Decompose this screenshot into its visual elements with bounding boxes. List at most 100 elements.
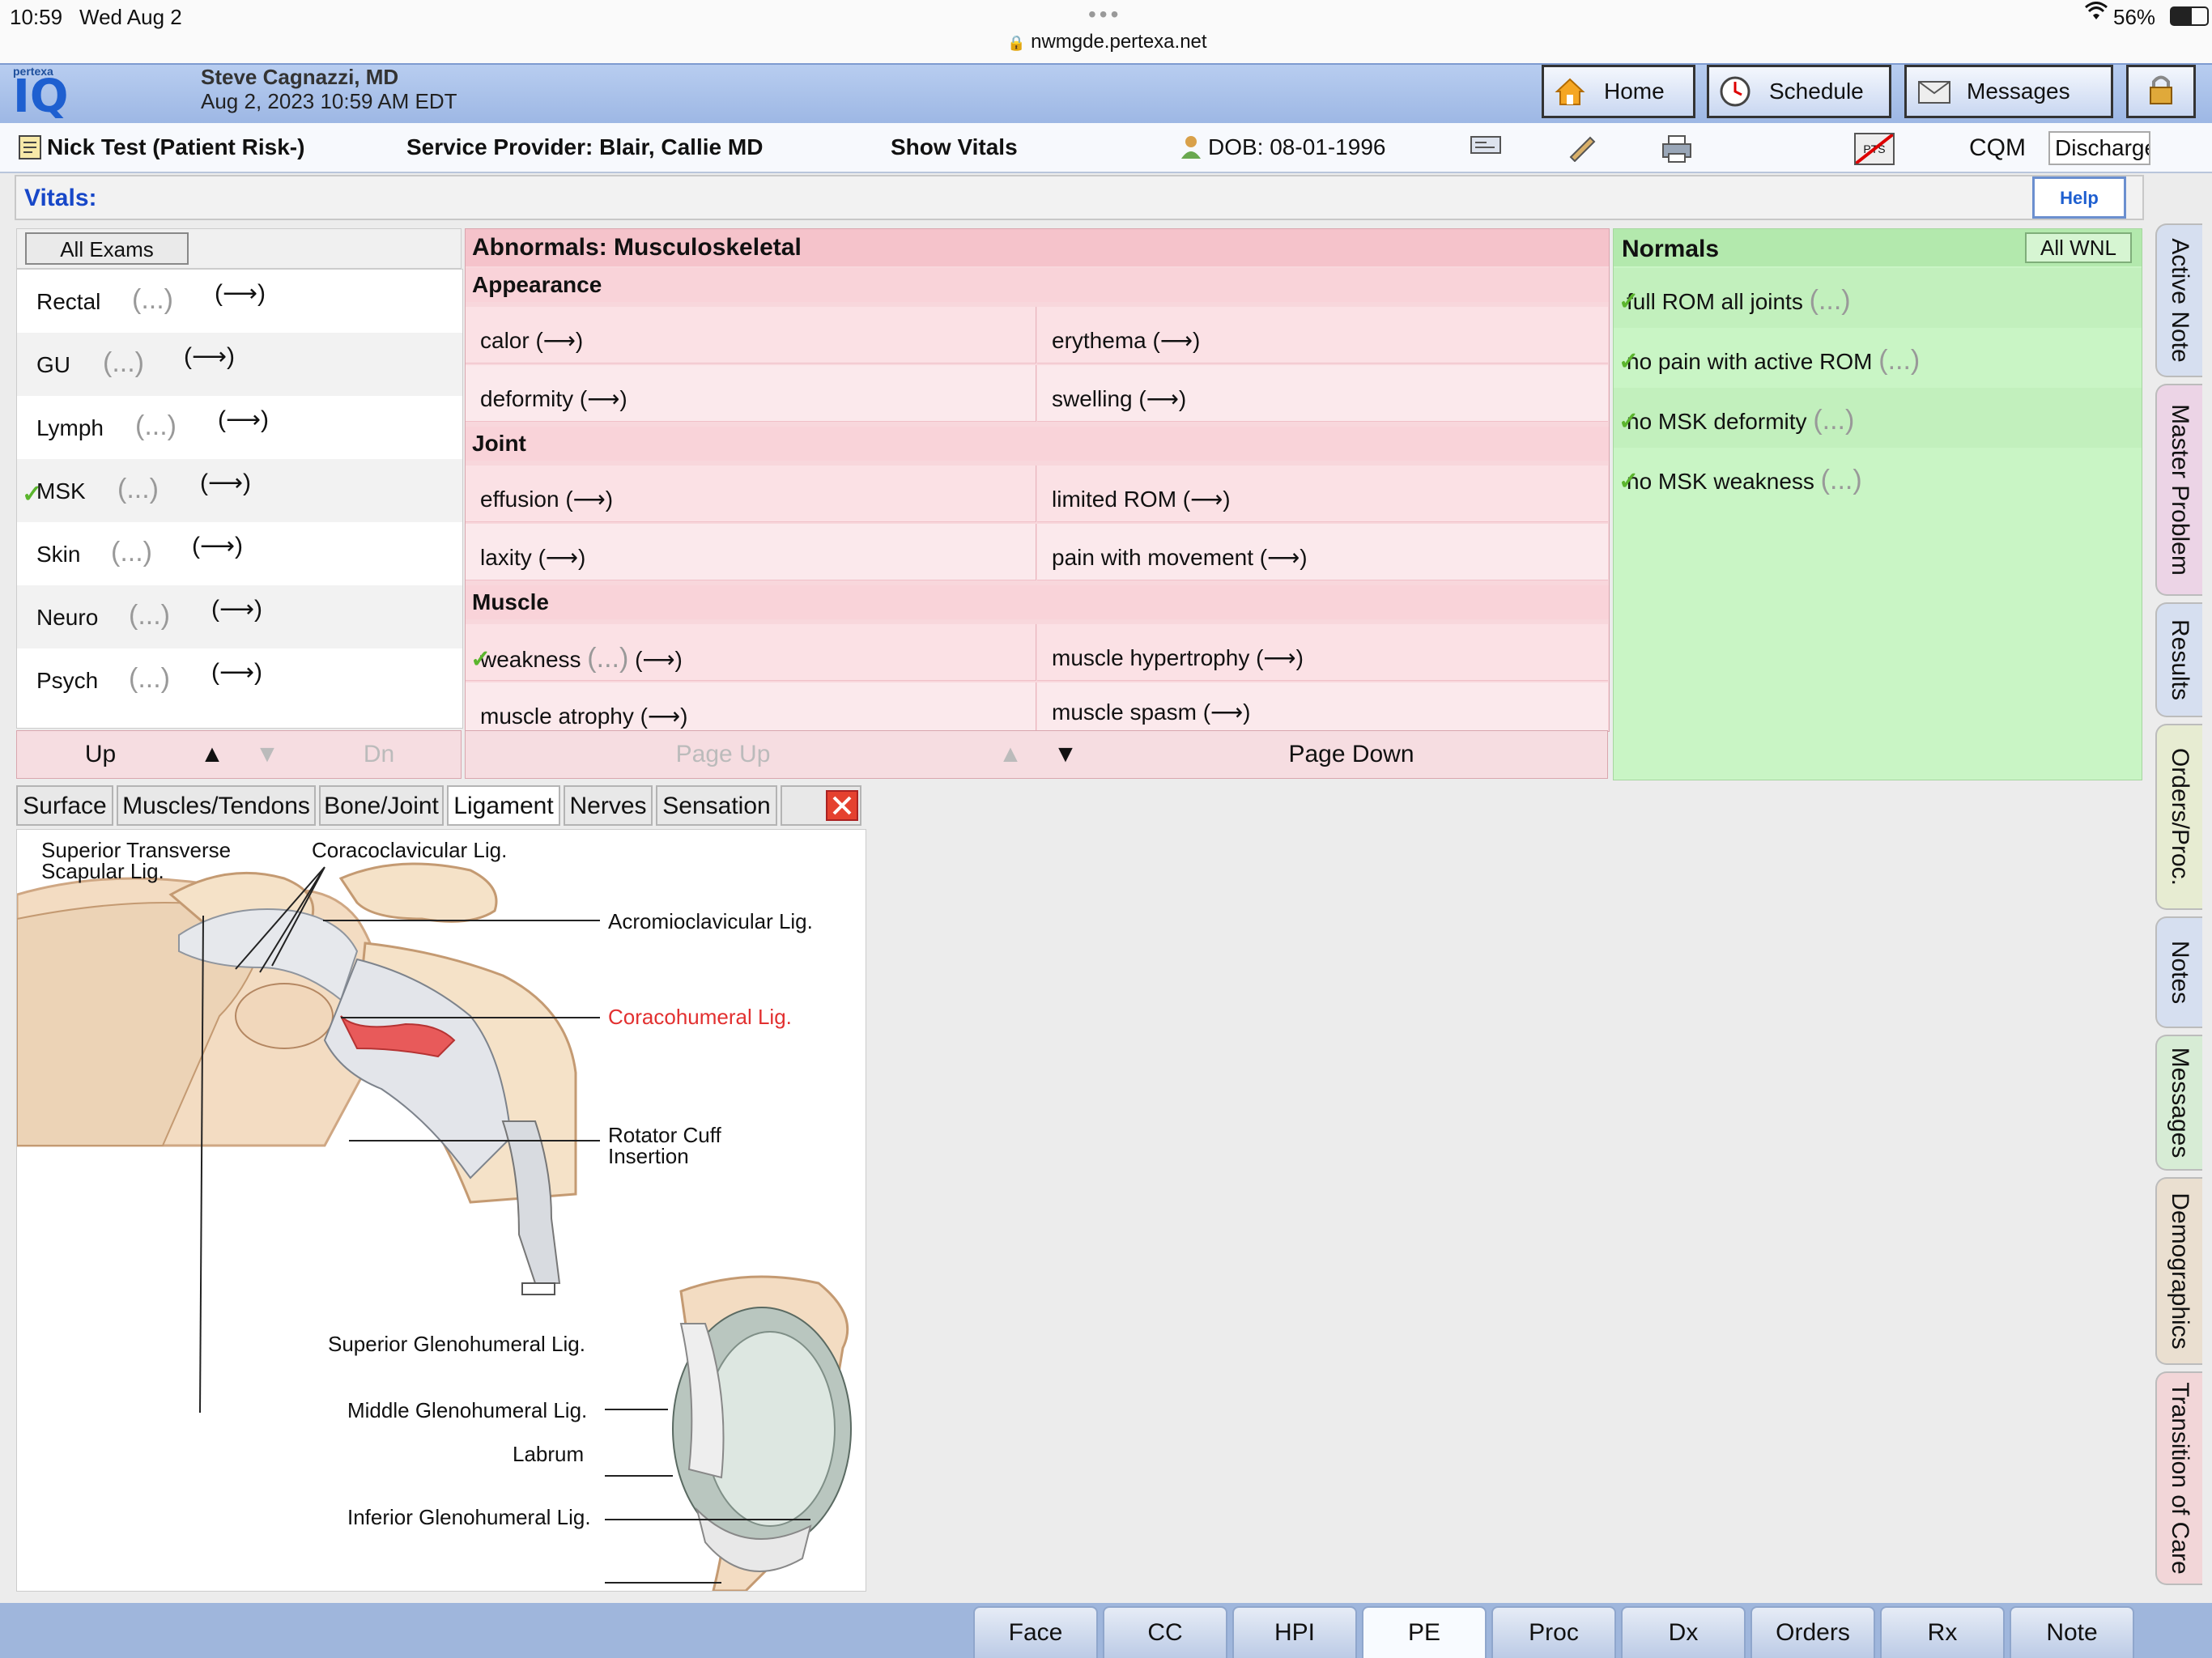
finding-limited-rom[interactable]: limited ROM (⟶): [1037, 466, 1608, 522]
exam-row-rectal[interactable]: Rectal (...) (⟶): [17, 270, 462, 333]
scroll-down-arrow-icon[interactable]: ▼: [255, 741, 279, 767]
normal-detail-button[interactable]: (...): [1878, 345, 1921, 376]
tab-surface[interactable]: Surface: [16, 785, 113, 826]
label-middle-glenohumeral[interactable]: Middle Glenohumeral Lig.: [347, 1398, 588, 1422]
side-tab-results[interactable]: Results: [2155, 602, 2202, 717]
exam-row-skin[interactable]: Skin (...) (⟶): [17, 522, 462, 585]
label-insertion[interactable]: Insertion: [608, 1144, 689, 1168]
exam-row-psych[interactable]: Psych (...) (⟶): [17, 648, 462, 712]
side-tab-orders-proc[interactable]: Orders/Proc.: [2155, 724, 2202, 910]
tab-muscles-tendons[interactable]: Muscles/Tendons: [117, 785, 316, 826]
tab-ligament[interactable]: Ligament: [447, 785, 560, 826]
bottom-tab-note[interactable]: Note: [2010, 1606, 2134, 1658]
schedule-button[interactable]: Schedule: [1707, 65, 1891, 118]
pts-disabled-icon[interactable]: PTS: [1854, 133, 1895, 165]
bottom-tab-proc[interactable]: Proc: [1491, 1606, 1616, 1658]
finding-detail-button[interactable]: (...): [587, 643, 629, 674]
normal-detail-button[interactable]: (...): [1813, 405, 1855, 436]
normal-item[interactable]: ✓ no MSK deformity (...): [1614, 388, 2142, 448]
finding-laxity[interactable]: laxity (⟶): [466, 524, 1036, 580]
home-button[interactable]: Home: [1542, 65, 1695, 118]
exam-arrow-button[interactable]: (⟶): [211, 596, 262, 623]
scroll-up-arrow-icon[interactable]: ▲: [200, 741, 224, 767]
finding-calor[interactable]: calor (⟶): [466, 307, 1036, 363]
exam-detail-button[interactable]: (...): [129, 663, 170, 694]
side-tab-active-note[interactable]: Active Note: [2155, 223, 2202, 377]
finding-muscle-spasm[interactable]: muscle spasm (⟶): [1037, 682, 1608, 731]
exam-row-lymph[interactable]: Lymph (...) (⟶): [17, 396, 462, 459]
show-vitals-link[interactable]: Show Vitals: [891, 134, 1018, 159]
tab-bone-joint[interactable]: Bone/Joint: [319, 785, 444, 826]
exam-row-msk[interactable]: ✓ MSK (...) (⟶): [17, 459, 462, 522]
url-bar[interactable]: 🔒 nwmgde.pertexa.net: [1007, 31, 1207, 53]
normal-item[interactable]: ✓ no pain with active ROM (...): [1614, 328, 2142, 388]
service-provider[interactable]: Service Provider: Blair, Callie MD: [406, 134, 764, 159]
cqm-link[interactable]: CQM: [1969, 134, 2026, 161]
page-down-button[interactable]: Page Down: [1288, 741, 1414, 767]
finding-weakness[interactable]: ✓ weakness (...) (⟶): [466, 624, 1036, 681]
exam-arrow-button[interactable]: (⟶): [200, 470, 251, 496]
help-button[interactable]: Help: [2032, 176, 2126, 219]
tab-nerves[interactable]: Nerves: [564, 785, 653, 826]
finding-arrow-button[interactable]: (⟶): [635, 647, 683, 672]
label-superior-transverse[interactable]: Superior Transverse: [41, 838, 232, 862]
exam-detail-button[interactable]: (...): [135, 410, 177, 441]
exam-row-gu[interactable]: GU (...) (⟶): [17, 333, 462, 396]
all-exams-button[interactable]: All Exams: [25, 232, 189, 265]
multitask-dots-icon[interactable]: •••: [1088, 2, 1122, 27]
tab-sensation[interactable]: Sensation: [656, 785, 777, 826]
exam-arrow-button[interactable]: (⟶): [192, 533, 243, 559]
label-inferior-glenohumeral[interactable]: Inferior Glenohumeral Lig.: [347, 1505, 591, 1529]
exam-detail-button[interactable]: (...): [117, 474, 159, 504]
exam-detail-button[interactable]: (...): [132, 284, 173, 315]
exam-arrow-button[interactable]: (⟶): [184, 343, 235, 370]
page-up-button[interactable]: Page Up: [675, 741, 771, 767]
exam-detail-button[interactable]: (...): [129, 600, 170, 631]
side-tab-messages[interactable]: Messages: [2155, 1035, 2202, 1171]
patient-name[interactable]: Nick Test (Patient Risk-): [47, 134, 305, 159]
side-tab-transition-of-care[interactable]: Transition of Care: [2155, 1371, 2202, 1585]
label-coracohumeral[interactable]: Coracohumeral Lig.: [608, 1005, 792, 1029]
normal-detail-button[interactable]: (...): [1820, 465, 1862, 495]
exam-arrow-button[interactable]: (⟶): [211, 659, 262, 686]
patient-chart-icon[interactable]: [18, 134, 42, 166]
finding-deformity[interactable]: deformity (⟶): [466, 365, 1036, 422]
side-tab-demographics[interactable]: Demographics: [2155, 1177, 2202, 1365]
bottom-tab-rx[interactable]: Rx: [1880, 1606, 2005, 1658]
vitals-label[interactable]: Vitals:: [24, 185, 97, 211]
exam-arrow-button[interactable]: (⟶): [215, 280, 266, 307]
label-superior-glenohumeral[interactable]: Superior Glenohumeral Lig.: [328, 1332, 585, 1356]
label-acromioclavicular[interactable]: Acromioclavicular Lig.: [608, 909, 813, 933]
bottom-tab-cc[interactable]: CC: [1103, 1606, 1227, 1658]
bottom-tab-dx[interactable]: Dx: [1621, 1606, 1746, 1658]
bottom-tab-face[interactable]: Face: [973, 1606, 1098, 1658]
finding-muscle-hypertrophy[interactable]: muscle hypertrophy (⟶): [1037, 624, 1608, 681]
exam-detail-button[interactable]: (...): [103, 347, 144, 378]
exam-row-neuro[interactable]: Neuro (...) (⟶): [17, 585, 462, 648]
finding-swelling[interactable]: swelling (⟶): [1037, 365, 1608, 422]
bottom-tab-hpi[interactable]: HPI: [1232, 1606, 1357, 1658]
up-button[interactable]: Up: [84, 741, 117, 767]
discharge-button[interactable]: Discharge: [2048, 131, 2150, 165]
page-up-arrow-icon[interactable]: ▲: [998, 741, 1023, 767]
label-labrum[interactable]: Labrum: [513, 1442, 585, 1466]
id-card-icon[interactable]: [1470, 134, 1501, 161]
exam-detail-button[interactable]: (...): [111, 537, 152, 568]
page-down-arrow-icon[interactable]: ▼: [1053, 741, 1078, 767]
side-tab-notes[interactable]: Notes: [2155, 916, 2202, 1028]
bottom-tab-orders[interactable]: Orders: [1750, 1606, 1875, 1658]
normal-item[interactable]: ✓ full ROM all joints (...): [1614, 268, 2142, 328]
dn-button[interactable]: Dn: [363, 741, 395, 767]
close-icon[interactable]: [826, 790, 858, 821]
finding-muscle-atrophy[interactable]: muscle atrophy (⟶): [466, 682, 1036, 731]
pencil-edit-icon[interactable]: [1568, 134, 1597, 168]
all-wnl-button[interactable]: All WNL: [2025, 232, 2132, 263]
normal-item[interactable]: ✓ no MSK weakness (...): [1614, 448, 2142, 508]
lock-button[interactable]: [2126, 65, 2196, 118]
messages-button[interactable]: Messages: [1904, 65, 2113, 118]
side-tab-master-problem[interactable]: Master Problem: [2155, 384, 2202, 596]
finding-effusion[interactable]: effusion (⟶): [466, 466, 1036, 522]
label-rotator-cuff[interactable]: Rotator Cuff: [608, 1123, 721, 1147]
printer-icon[interactable]: [1661, 134, 1692, 169]
label-scapular-lig[interactable]: Scapular Lig.: [41, 859, 164, 883]
